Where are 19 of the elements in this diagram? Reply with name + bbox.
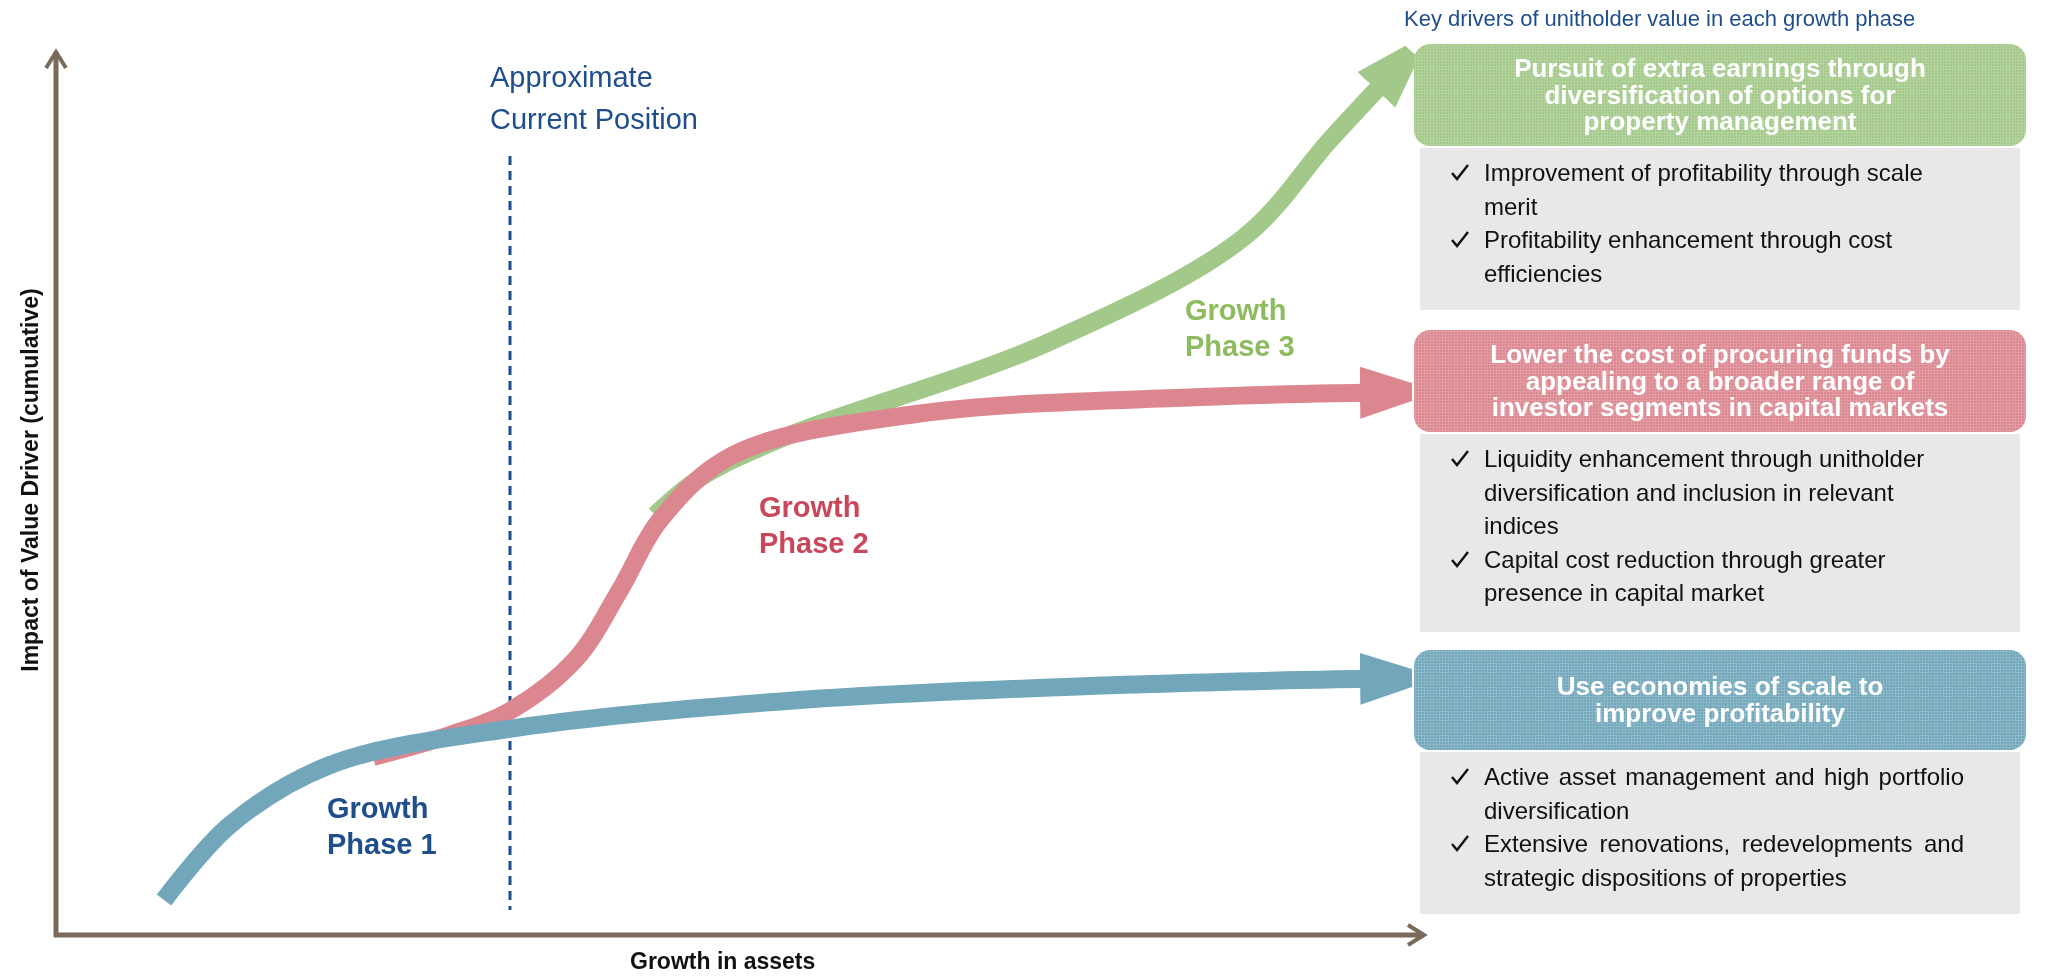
phase-label: Growth Phase 1 — [327, 791, 438, 863]
phase-header-box: Pursuit of extra earnings through diversification of options for property management — [1414, 44, 2026, 146]
bullet-text: Capital cost reduction through greater presence in capital market — [1484, 544, 1887, 609]
bullet-text: Active asset management and high portfolio diversification — [1484, 762, 1964, 826]
axis-title: Growth in assets — [630, 948, 816, 975]
axis-title: Impact of Value Driver (cumulative) — [16, 288, 44, 672]
phase-label: Growth Phase 3 — [1185, 293, 1296, 365]
phase-label: Growth Phase 2 — [759, 490, 870, 562]
bullet-text: Profitability enhancement through cost efficiencies — [1484, 225, 1894, 289]
driver-list-panel — [1420, 434, 2020, 632]
phase-header-box: Lower the cost of procuring funds by appealing to a broader range of investor segments in capital markets — [1414, 330, 2026, 432]
driver-list-panel — [1420, 752, 2020, 914]
panel-title: Key drivers of unitholder value in each growth phase — [1404, 6, 1916, 32]
bullet-text: Liquidity enhancement through unitholder diversification and inclusion in relevant indices — [1484, 444, 1926, 542]
phase-header-box: Use economies of scale to improve profitability — [1414, 650, 2026, 750]
position-label: Approximate Current Position — [490, 60, 699, 138]
bullet-text: Extensive renovations, redevelopments and strategic dispositions of properties — [1484, 829, 1964, 893]
bullet-text: Improvement of profitability through scale merit — [1484, 158, 1924, 222]
driver-list-panel — [1420, 148, 2020, 310]
